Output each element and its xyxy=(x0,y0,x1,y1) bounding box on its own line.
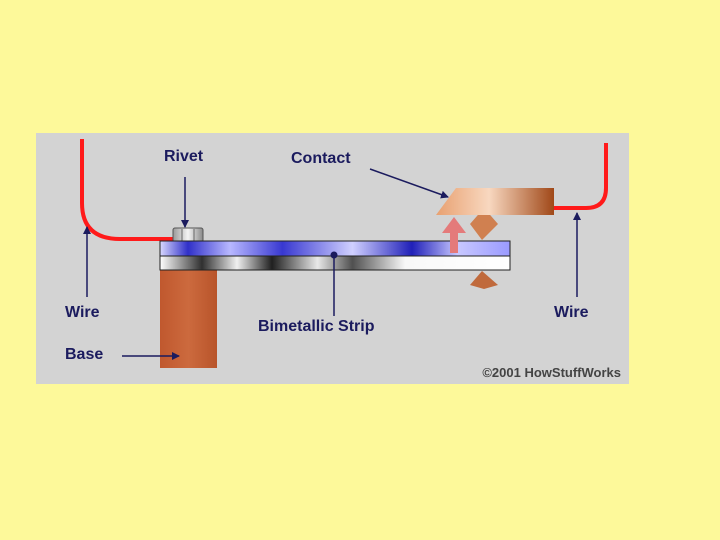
copyright-credit: ©2001 HowStuffWorks xyxy=(482,365,621,380)
contact-label: Contact xyxy=(291,150,351,167)
right-wire xyxy=(548,143,608,210)
bimetallic-strip-label: Bimetallic Strip xyxy=(258,318,375,335)
thermostat-diagram: Rivet Contact Wire Wire Base Bimetallic … xyxy=(36,133,629,384)
right-wire-label: Wire xyxy=(554,304,589,321)
contact-pointer xyxy=(369,168,449,199)
strip-pointer-dot xyxy=(330,251,338,259)
strip-contact-bottom xyxy=(470,271,498,289)
rivet-label: Rivet xyxy=(164,148,204,165)
base-label: Base xyxy=(65,346,104,363)
base-block xyxy=(160,267,217,368)
left-wire xyxy=(80,139,174,241)
rivet-head xyxy=(172,227,204,243)
strip-contact-top xyxy=(470,208,498,240)
fixed-contact xyxy=(436,188,554,215)
upward-motion-arrow xyxy=(442,217,466,253)
diagram-graphic xyxy=(80,139,608,368)
left-wire-label: Wire xyxy=(65,304,100,321)
